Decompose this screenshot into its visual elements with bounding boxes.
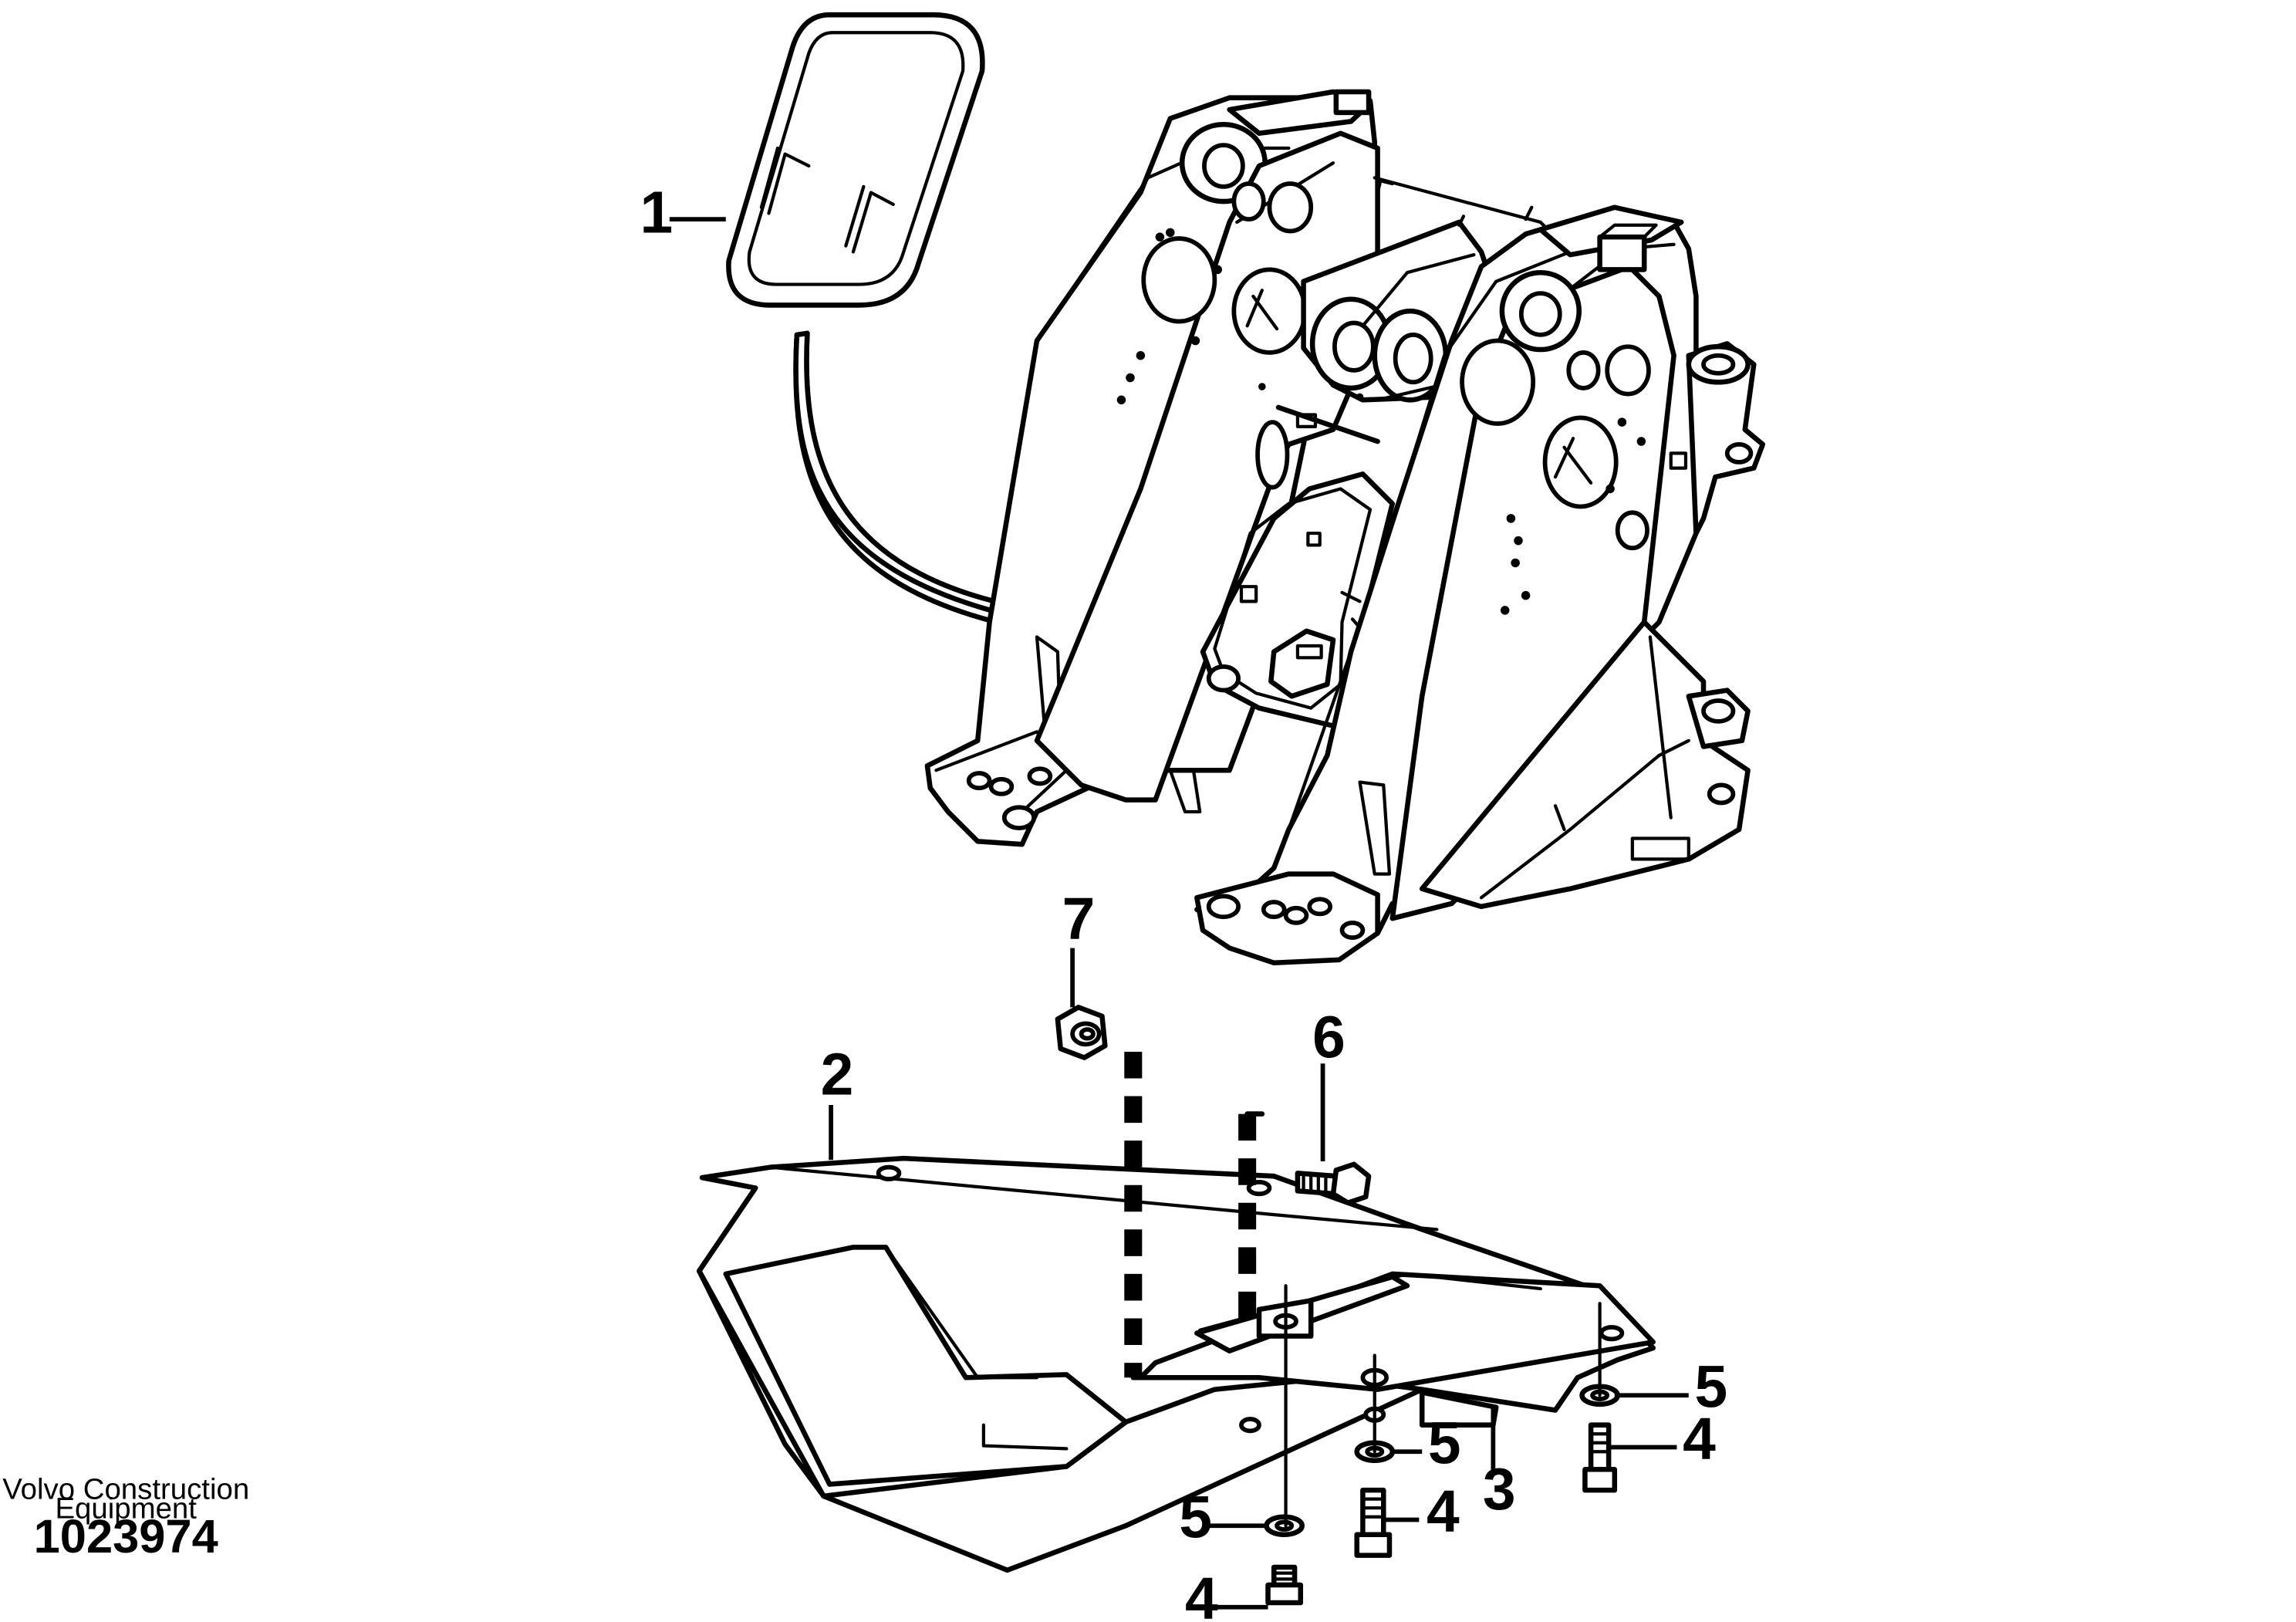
brand-line-1: Volvo Construction: [2, 1473, 249, 1506]
brand-line-2: Equipment: [55, 1492, 197, 1526]
flange-screw: [1295, 1161, 1372, 1206]
callout-4: 4: [1427, 1478, 1460, 1545]
callout-4: 4: [1185, 1566, 1218, 1622]
callout-2: 2: [821, 1042, 854, 1108]
callout-5: 5: [1694, 1354, 1727, 1421]
callout-5: 5: [1428, 1411, 1461, 1477]
callout-1: 1: [640, 179, 673, 245]
callout-4: 4: [1683, 1406, 1716, 1472]
front-frame: [924, 89, 1766, 966]
callout-6: 6: [1312, 1005, 1346, 1071]
bolt: [1265, 1564, 1304, 1606]
document-number: 1023974: [34, 1510, 218, 1563]
leader-lines: [669, 217, 1689, 1610]
bottom-guard-plate: [696, 1155, 1656, 1573]
callout-3: 3: [1483, 1456, 1516, 1522]
bolt: [1582, 1422, 1618, 1493]
callout-5: 5: [1179, 1485, 1212, 1551]
assembly-lines: [1124, 1051, 1265, 1380]
hex-nut: [1055, 1005, 1108, 1060]
cover-plate: [726, 12, 985, 308]
bolt: [1354, 1487, 1393, 1558]
callout-7: 7: [1062, 886, 1096, 952]
